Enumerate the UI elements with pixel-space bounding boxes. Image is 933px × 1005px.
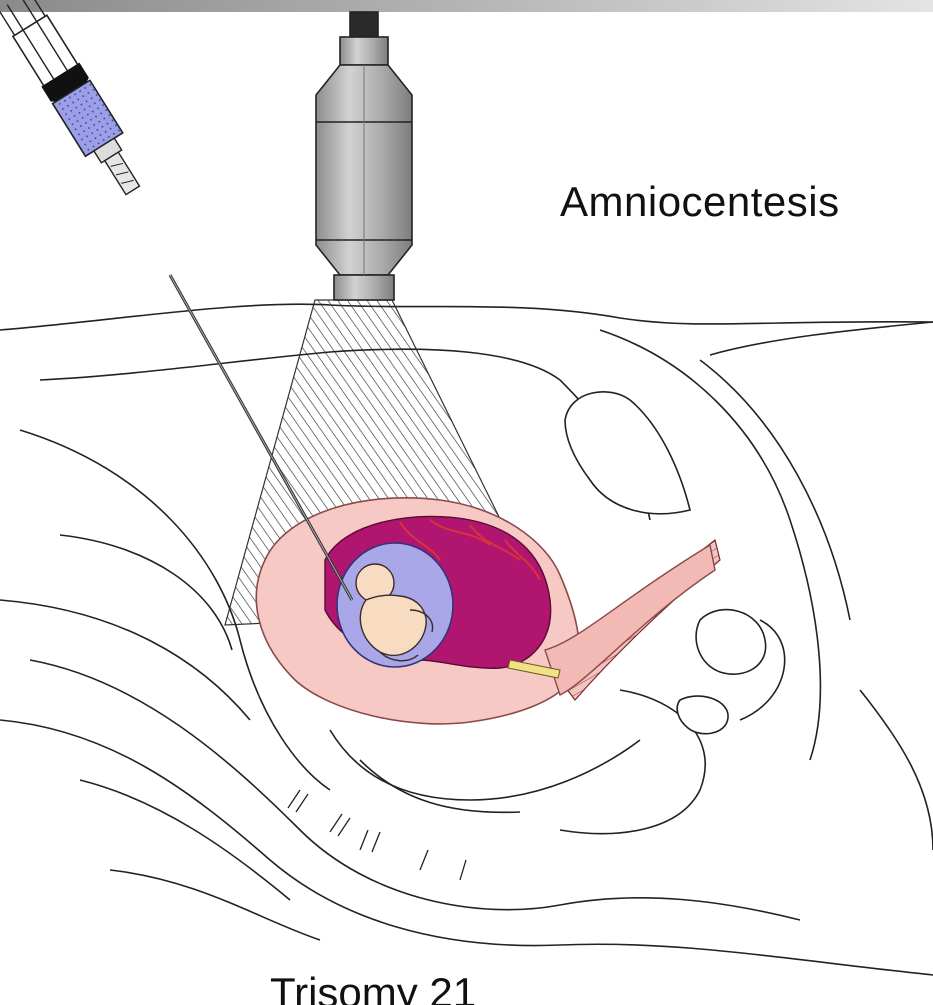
figure-title: Amniocentesis [560, 178, 840, 226]
ultrasound-transducer-icon [316, 12, 412, 300]
bladder [565, 392, 690, 514]
pubic-bone [696, 610, 766, 675]
syringe-icon [0, 0, 151, 202]
spine-marks [288, 790, 466, 880]
figure-caption: Trisomy 21 [270, 972, 476, 1005]
